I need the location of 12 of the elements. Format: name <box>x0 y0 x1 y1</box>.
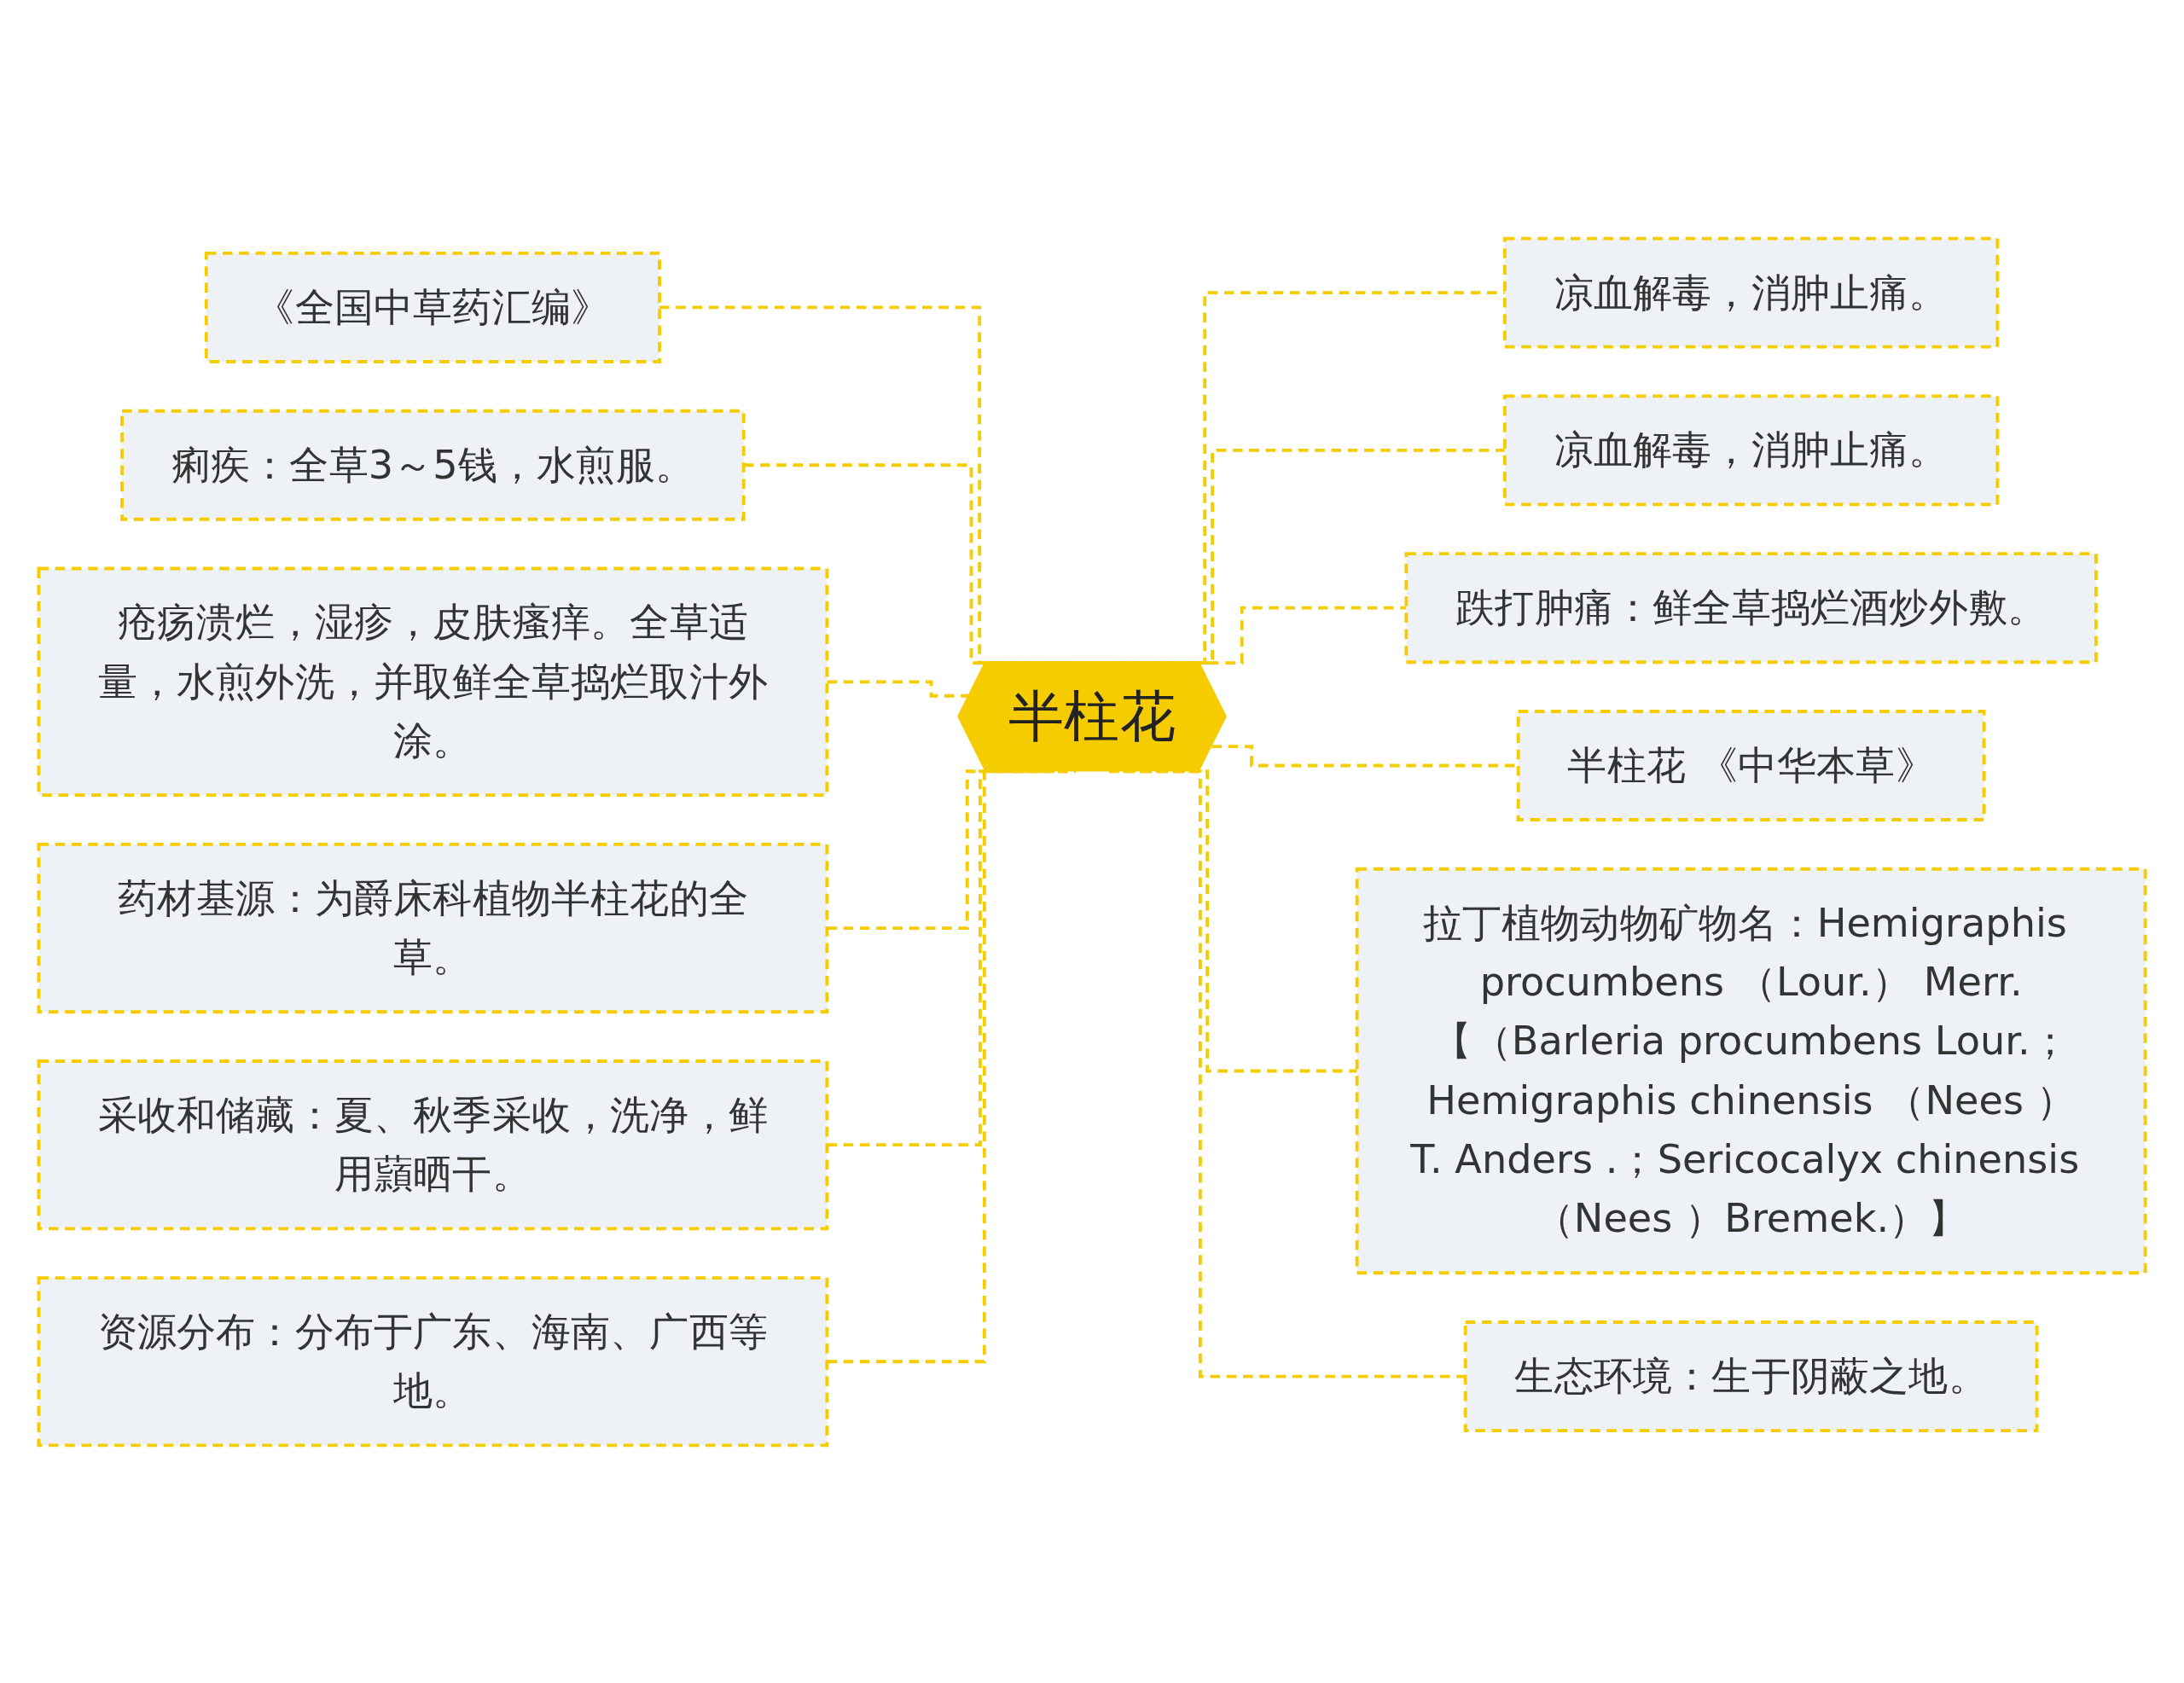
node-box: 拉丁植物动物矿物名：Hemigraphis procumbens （Lour.） Merr.【（Barleria procumbens Lour.；Hemigraphis chinensis （Nees ）T. Anders .；Sericocalyx chinensis （Nees ）Bremek.）】 <box>1355 867 2147 1274</box>
node-box: 《全国中草药汇编》 <box>204 251 661 363</box>
node-box: 半柱花 《中华本草》 <box>1516 709 1986 821</box>
node-box: 凉血解毒，消肿止痛。 <box>1502 393 2000 506</box>
node-box: 疮疡溃烂，湿疹，皮肤瘙痒。全草适量，水煎外洗，并取鲜全草捣烂取汁外涂。 <box>37 566 829 797</box>
node-box: 凉血解毒，消肿止痛。 <box>1502 236 2000 349</box>
node-box: 药材基源：为爵床科植物半柱花的全草。 <box>37 842 829 1013</box>
node-box: 跌打肿痛：鲜全草捣烂酒炒外敷。 <box>1404 551 2098 664</box>
node-box: 生态环境：生于阴蔽之地。 <box>1463 1320 2039 1432</box>
node-box: 资源分布：分布于广东、海南、广西等地。 <box>37 1275 829 1447</box>
node-box: 痢疾：全草3～5钱，水煎服。 <box>120 409 746 521</box>
node-box: 采收和储藏：夏、秋季采收，洗净，鲜用蘏晒干。 <box>37 1059 829 1230</box>
